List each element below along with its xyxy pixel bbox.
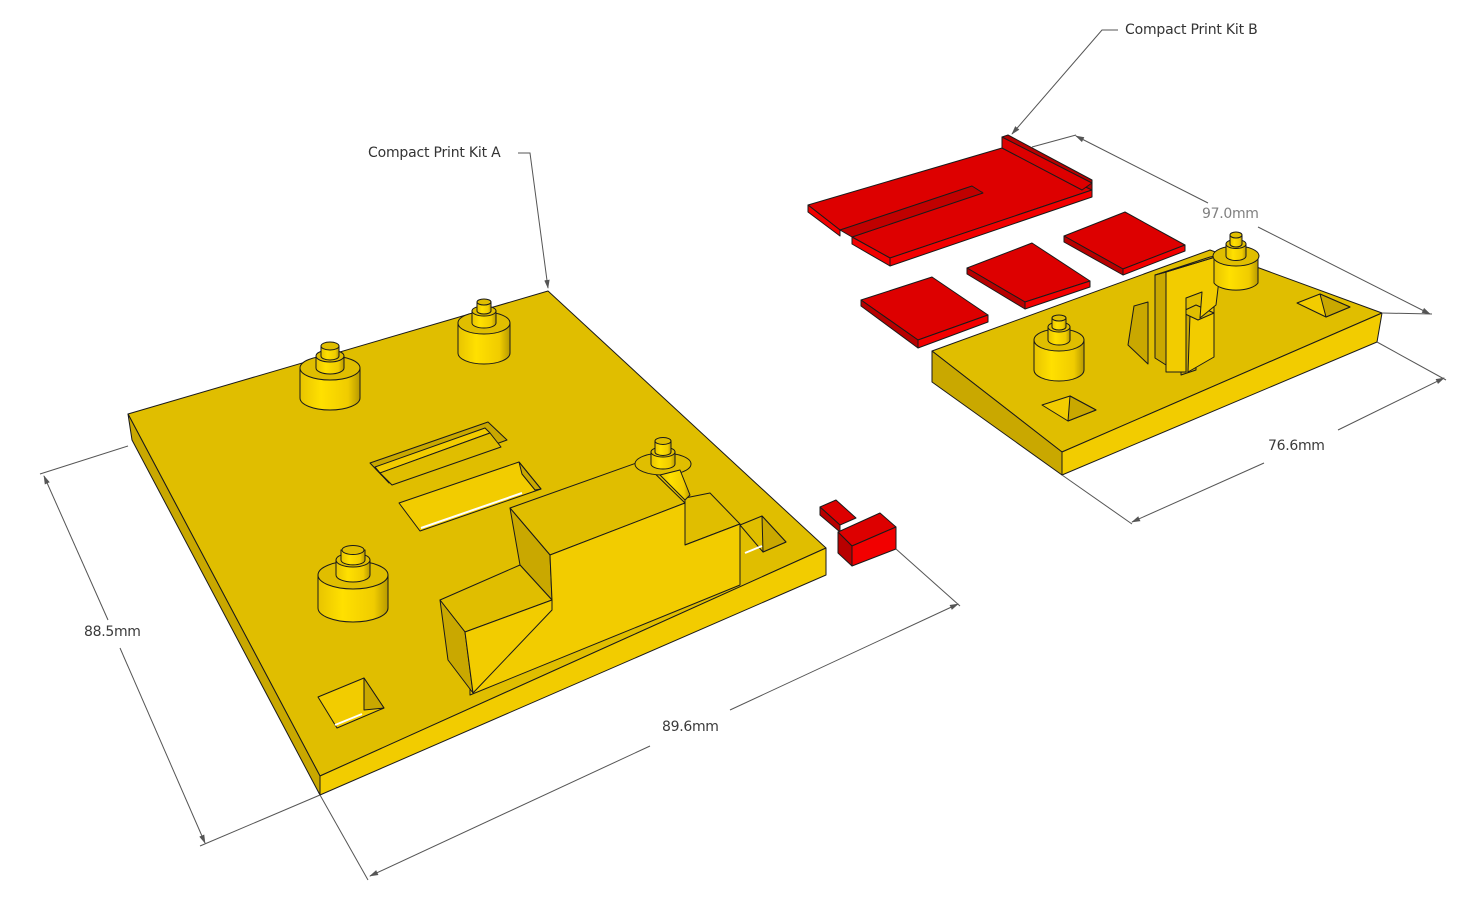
dim-89-6 — [319, 548, 961, 881]
kit-a-red-t-clip[interactable] — [819, 499, 897, 567]
kit-a-label[interactable]: Compact Print Kit A — [368, 145, 501, 161]
kit-a-peg-1 — [299, 341, 361, 411]
kit-a-base-plate[interactable] — [127, 290, 827, 796]
kit-b-red-tile-2[interactable] — [966, 242, 1091, 310]
dim-97-0 — [1031, 134, 1433, 315]
kit-a-raised-block — [439, 460, 741, 696]
kit-b-red-tile-3[interactable] — [1063, 211, 1186, 276]
kit-a-pocket-left — [317, 677, 385, 729]
kit-b-label[interactable]: Compact Print Kit B — [1125, 22, 1258, 38]
kit-a-slot-lower — [398, 461, 542, 532]
kit-b-red-tile-1[interactable] — [860, 276, 989, 349]
dim-88-5 — [39, 445, 321, 847]
dim-kit-b-width-label: 76.6mm — [1266, 438, 1327, 454]
kit-b-peg-2 — [1212, 231, 1260, 291]
kit-b-red-slotted-plate[interactable] — [807, 134, 1093, 267]
dim-kit-a-width-label: 89.6mm — [660, 719, 721, 735]
kit-b-pocket-right — [1296, 293, 1351, 318]
kit-b-u-bracket — [1127, 254, 1223, 376]
kit-a-peg-2 — [457, 298, 511, 365]
kit-b-peg-1 — [1033, 314, 1085, 382]
kit-b-leader-line — [1011, 29, 1118, 135]
dim-kit-b-depth-label: 97.0mm — [1200, 206, 1261, 222]
kit-a-leader-line — [518, 152, 550, 289]
kit-a-peg-3 — [317, 545, 389, 623]
kit-a-slot-upper — [369, 421, 508, 486]
kit-b-pocket-left — [1041, 395, 1097, 422]
dim-76-6 — [1061, 341, 1447, 525]
kit-a-peg-4 — [634, 437, 692, 501]
kit-a-pocket-right — [739, 515, 787, 554]
dim-kit-a-depth-label: 88.5mm — [82, 624, 143, 640]
